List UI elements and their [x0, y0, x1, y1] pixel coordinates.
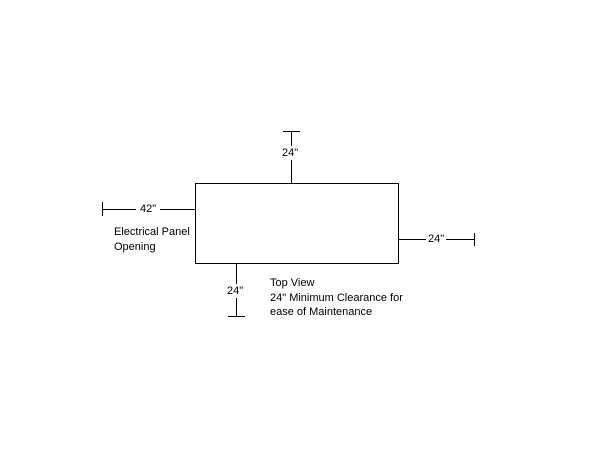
panel-opening-label: Electrical Panel Opening — [114, 225, 190, 254]
view-note: Top View 24" Minimum Clearance for ease … — [270, 276, 403, 320]
bottom-clearance-label: 24" — [225, 284, 246, 298]
equipment-outline — [195, 183, 399, 264]
panel-label-line2: Opening — [114, 240, 156, 253]
panel-label-line1: Electrical Panel — [114, 226, 190, 238]
view-note-line3: ease of Maintenance — [270, 306, 373, 318]
view-note-line1: Top View — [270, 277, 315, 289]
top-clearance-label: 24" — [280, 146, 301, 160]
right-clearance-label: 24" — [426, 232, 447, 246]
left-clearance-label: 42" — [136, 202, 161, 216]
view-note-line2: 24" Minimum Clearance for — [270, 291, 403, 304]
